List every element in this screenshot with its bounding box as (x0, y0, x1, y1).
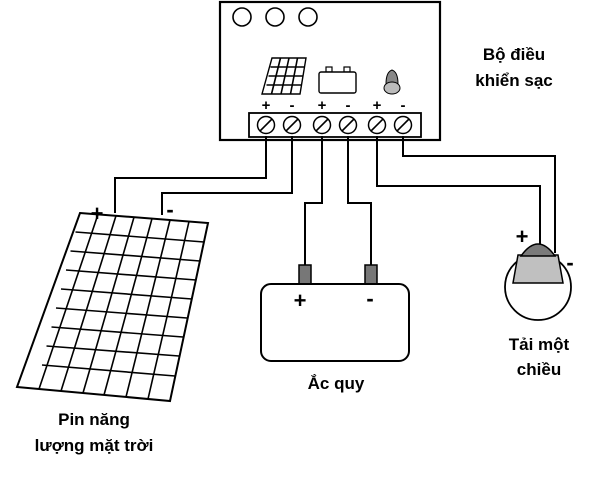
battery-terminal-minus (364, 264, 378, 285)
wire-load-minus (402, 136, 556, 253)
terminal-sign-1: + (262, 97, 271, 114)
solar-panel-label-line1: Pin năng (58, 410, 130, 429)
indicator-light-1 (232, 7, 252, 27)
battery-icon (318, 66, 357, 94)
solar-minus-sign: - (166, 197, 173, 222)
terminal-block (248, 112, 422, 138)
battery-plus-sign: + (294, 288, 307, 313)
terminal-sign-6: - (401, 97, 406, 114)
load-plus-sign: + (516, 224, 529, 249)
battery (260, 264, 410, 362)
solar-panel-icon (261, 57, 307, 95)
bulb-icon (383, 69, 401, 95)
wires (114, 136, 556, 266)
charge-controller: + - + - + - (218, 0, 442, 142)
load-minus-sign: - (566, 250, 573, 275)
battery-label: Ắc quy (308, 374, 365, 393)
solar-panel-label-line2: lượng mặt trời (35, 436, 154, 455)
terminal-sign-5: + (373, 97, 382, 114)
load-bulb (504, 243, 572, 321)
wire-load-plus (376, 136, 541, 246)
wire-battery-plus (304, 136, 323, 266)
controller-label-line1: Bộ điều (483, 45, 545, 64)
indicator-light-2 (265, 7, 285, 27)
battery-terminal-plus (298, 264, 312, 285)
terminal-sign-3: + (318, 97, 327, 114)
terminal-sign-4: - (346, 97, 351, 114)
screw-terminal-icon (256, 115, 413, 135)
load-label-line2: chiều (517, 360, 561, 379)
terminal-sign-2: - (290, 97, 295, 114)
solar-plus-sign: + (91, 201, 104, 226)
controller-label-line2: khiển sạc (475, 71, 553, 90)
wire-battery-minus (347, 136, 372, 266)
wire-solar-minus (161, 136, 293, 215)
solar-panel (15, 211, 210, 403)
wire-solar-plus (114, 136, 267, 213)
battery-minus-sign: - (366, 286, 373, 311)
load-label-line1: Tải một (509, 335, 570, 354)
indicator-light-3 (298, 7, 318, 27)
